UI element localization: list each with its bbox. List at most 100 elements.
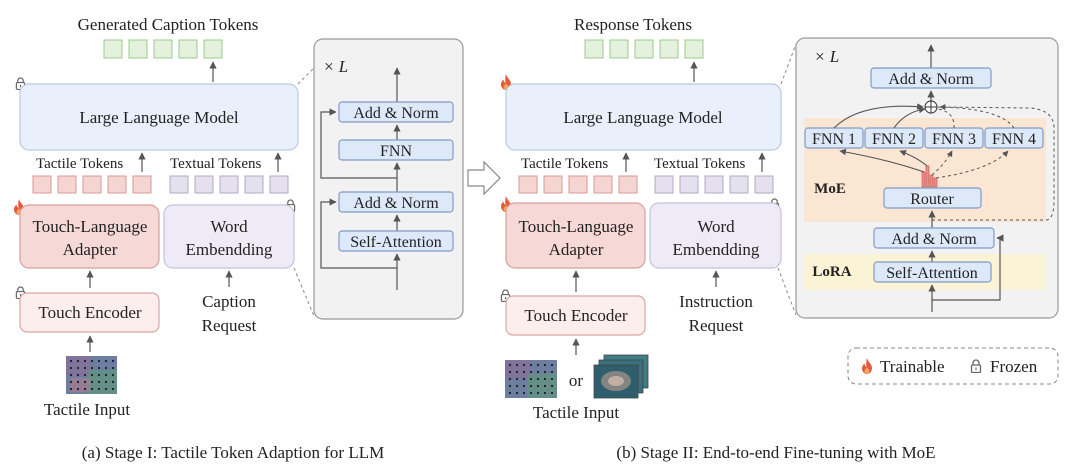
expert-boxes: FNN 1 FNN 2 FNN 3 FNN 4 [804, 127, 1044, 149]
router-box [883, 187, 982, 209]
zoom-line [293, 267, 315, 317]
stage1-request-line2: Request [202, 316, 257, 335]
block1-self-attention-label: Self-Attention [350, 234, 442, 251]
stage2-adapter-line2: Adapter [549, 240, 604, 259]
block1-add-norm-top-label: Add & Norm [353, 105, 439, 122]
expert-out-dashed [937, 106, 1015, 129]
legend-box [847, 347, 1059, 385]
stage2-word-emb-line1: Word [697, 217, 735, 236]
output-token [659, 39, 679, 59]
textual-token [169, 175, 189, 194]
stage2-adapter-line1: Touch-Language [519, 217, 634, 236]
tactile-token [518, 175, 538, 194]
block1-ffn-label: FNN [380, 143, 412, 160]
residual-arrow [320, 108, 397, 179]
stage2-output-tokens [584, 39, 704, 59]
block2-self-attention [873, 261, 992, 283]
residual-dashed [932, 104, 1055, 221]
zoom-line [777, 267, 797, 316]
stage1-textual-tokens [169, 175, 289, 194]
tactile-token [32, 175, 52, 194]
stage2-request-line1: Instruction [679, 292, 753, 311]
textual-token [754, 175, 774, 194]
block1-times-l: × L [323, 57, 348, 76]
stage1-input-label: Tactile Input [44, 400, 130, 419]
stage2-input-label: Tactile Input [533, 403, 619, 422]
tactile-video-frames [593, 354, 649, 399]
stage1-word-emb-line2: Embendding [186, 240, 273, 259]
tactile-token [132, 175, 152, 194]
stage1-llm-label: Large Language Model [79, 108, 239, 127]
moe-label: MoE [814, 181, 846, 197]
textual-token [654, 175, 674, 194]
residual-arrow [320, 198, 397, 269]
stage1-encoder-box [19, 292, 160, 333]
output-token [103, 39, 123, 59]
textual-token [219, 175, 239, 194]
tactile-token [618, 175, 638, 194]
tactile-token [82, 175, 102, 194]
tactile-image [66, 356, 117, 394]
ffn3-label: FNN 3 [932, 131, 976, 148]
textual-token [194, 175, 214, 194]
block1-ffn [338, 139, 454, 161]
textual-token [729, 175, 749, 194]
textual-token [704, 175, 724, 194]
block2-times-l: × L [814, 47, 839, 66]
stage1-request-line1: Caption [202, 292, 256, 311]
router-arrow-dashed [935, 150, 1009, 179]
stage1-tactile-tokens [32, 175, 152, 194]
stage1-llm-box [19, 83, 299, 151]
stage1-adapter-box [19, 204, 160, 269]
block1-add-norm-top [338, 101, 454, 123]
tactile-token [568, 175, 588, 194]
stage1-word-embedding-box [163, 204, 295, 269]
ffn4-label: FNN 4 [992, 131, 1036, 148]
output-token [584, 39, 604, 59]
stage2-tactile-tokens [518, 175, 638, 194]
tactile-token [57, 175, 77, 194]
stage1-word-emb-line1: Word [210, 217, 248, 236]
stage2-word-embedding-box [649, 202, 782, 269]
stage1-adapter-line2: Adapter [63, 240, 118, 259]
stage2-textual-tokens-label: Textual Tokens [654, 156, 746, 172]
zoom-line [780, 43, 797, 85]
stage1-textual-tokens-label: Textual Tokens [170, 156, 262, 172]
output-token [634, 39, 654, 59]
router-label: Router [910, 191, 954, 208]
output-token [609, 39, 629, 59]
stage2-request-line2: Request [689, 316, 744, 335]
stage2-word-emb-line2: Embendding [673, 240, 760, 259]
block1-add-norm-bottom [338, 191, 454, 213]
tactile-token [543, 175, 563, 194]
block1-self-attention [338, 230, 454, 252]
stage-transition-arrow [467, 160, 501, 196]
stage2-llm-box [505, 83, 782, 151]
router-arrow [899, 150, 928, 167]
output-token [684, 39, 704, 59]
ffn1-label: FNN 1 [812, 131, 856, 148]
expert-out-arrow [833, 103, 924, 129]
stage2-textual-tokens [654, 175, 774, 194]
output-token [203, 39, 223, 59]
stage2-adapter-box [505, 202, 646, 269]
stage1-tactile-tokens-label: Tactile Tokens [36, 156, 123, 172]
stage1-caption: (a) Stage I: Tactile Token Adaption for … [82, 443, 384, 462]
output-token [153, 39, 173, 59]
legend-trainable: Trainable [880, 357, 945, 376]
stage1-encoder-label: Touch Encoder [38, 303, 141, 322]
residual-arrow [932, 234, 1004, 301]
block2-self-attention-label: Self-Attention [886, 265, 978, 282]
stage1-adapter-line1: Touch-Language [33, 217, 148, 236]
router-arrow [839, 148, 925, 173]
stage1-output-tokens [103, 39, 223, 59]
block2-add-norm-bottom [873, 227, 995, 249]
tactile-image [505, 360, 557, 398]
stage2-tactile-tokens-label: Tactile Tokens [521, 156, 608, 172]
output-token [178, 39, 198, 59]
expert-out-arrow [893, 106, 926, 129]
tactile-token [107, 175, 127, 194]
block2-add-norm-bottom-label: Add & Norm [891, 231, 977, 248]
zoom-line [297, 67, 315, 85]
legend-frozen: Frozen [990, 357, 1038, 376]
